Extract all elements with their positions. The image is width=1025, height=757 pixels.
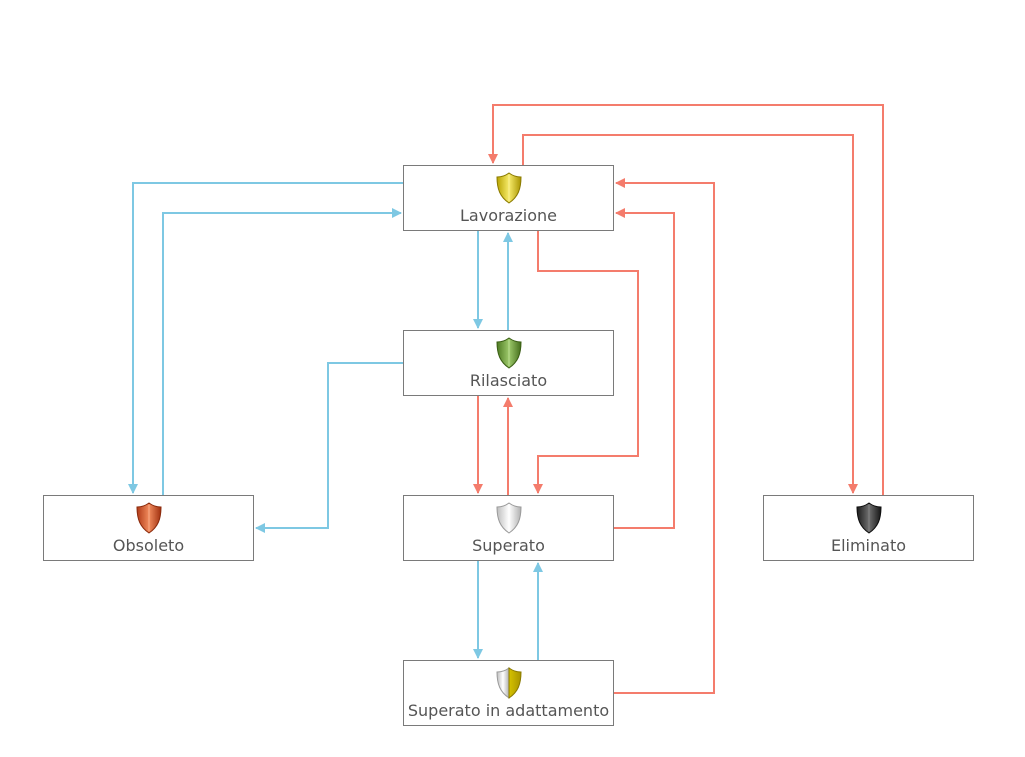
state-label: Superato [472,536,545,555]
edge-lavorazione-to-obsoleto [128,182,403,494]
edge-obsoleto-to-lavorazione [162,208,402,495]
state-box-superato[interactable]: Superato [403,495,614,561]
state-label: Eliminato [830,536,907,555]
edge-rilasciato-to-obsoleto [255,362,403,533]
state-box-rilasciato[interactable]: Rilasciato [403,330,614,396]
shield-yellow-icon [495,172,522,204]
shield-white-icon [495,502,522,534]
edge-eliminato-to-lavorazione [488,104,884,495]
state-box-lavorazione[interactable]: Lavorazione [403,165,614,231]
edge-superato-to-lavorazione [614,208,675,529]
state-label: Lavorazione [460,206,557,225]
shield-white-yellow-icon [495,667,522,699]
shield-black-icon [855,502,882,534]
state-label: Rilasciato [469,371,548,390]
edge-adattamento-to-lavorazione [614,178,715,694]
state-label: Superato in adattamento [407,701,610,720]
blue-transitions [128,182,543,660]
edge-lavorazione-to-superato [533,231,639,494]
red-transitions [473,104,884,694]
state-box-superato-in-adattamento[interactable]: Superato in adattamento [403,660,614,726]
state-label: Obsoleto [112,536,185,555]
shield-green-icon [495,337,522,369]
edge-lavorazione-to-eliminato [522,134,858,494]
state-box-obsoleto[interactable]: Obsoleto [43,495,254,561]
state-box-eliminato[interactable]: Eliminato [763,495,974,561]
shield-red-icon [135,502,162,534]
